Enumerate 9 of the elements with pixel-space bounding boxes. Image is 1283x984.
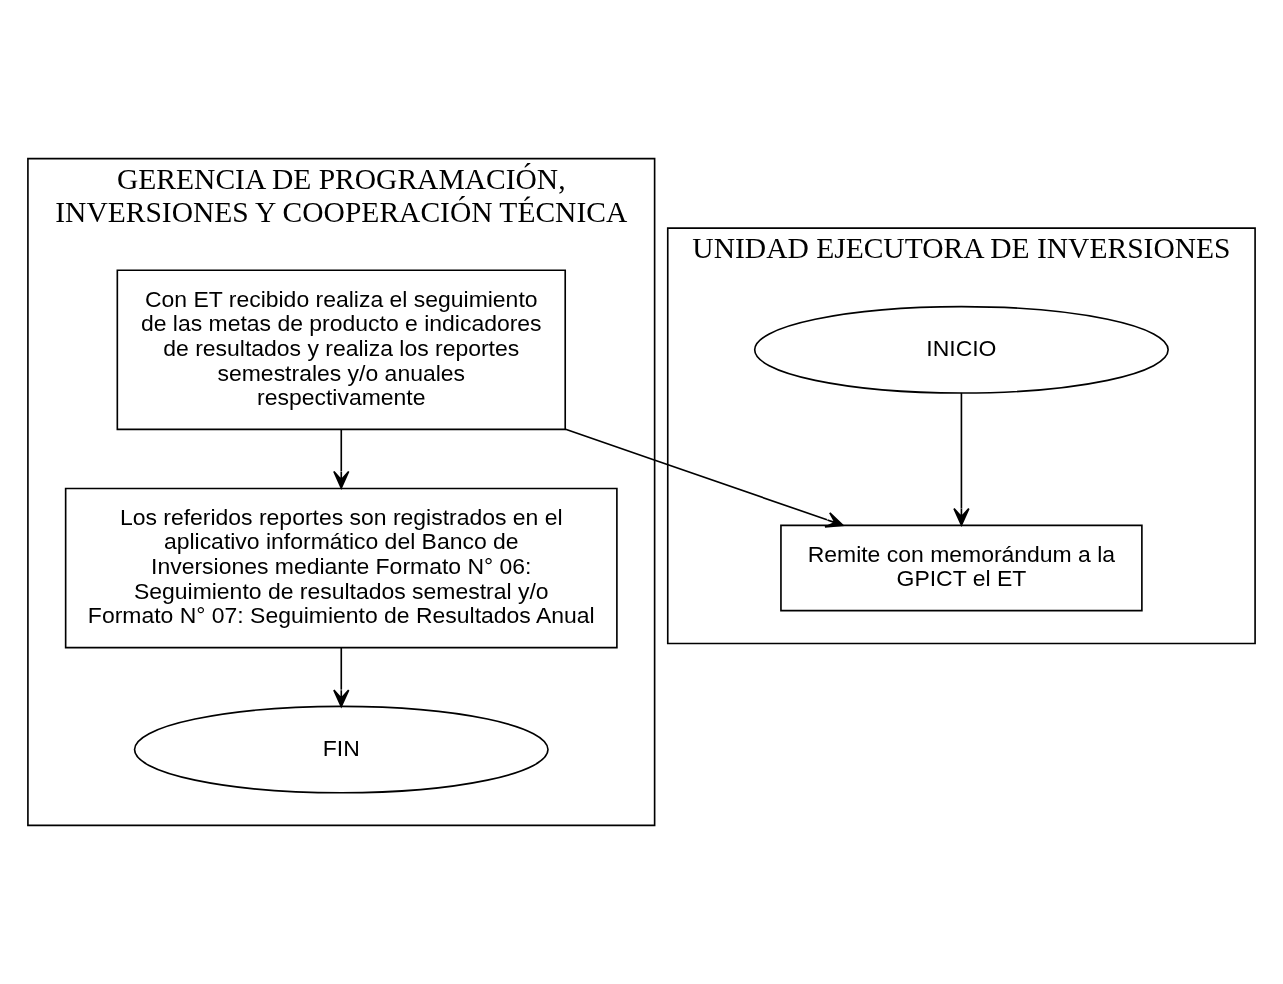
node-ellipse: FIN [133,705,549,794]
node-ellipse: INICIO [753,305,1169,394]
arrow [333,428,350,489]
arrow [333,647,350,708]
node-box: Con ET recibido realiza el seguimiento de las metas de producto e indicadores de resultados y realiza los reportes semestrales y/o anuales respectivamente [116,269,567,431]
node-box: Remite con memorándum a la GPICT el ET [780,524,1143,612]
node-box: Los referidos reportes son registrados en el aplicativo informático del Banco de Inversiones mediante Formato N° 06: Seguimiento de resultados semestral y/o Formato N° 07: Seguimiento de Resultados Anual [64,487,618,649]
arrow [564,428,844,528]
arrow [953,392,970,526]
